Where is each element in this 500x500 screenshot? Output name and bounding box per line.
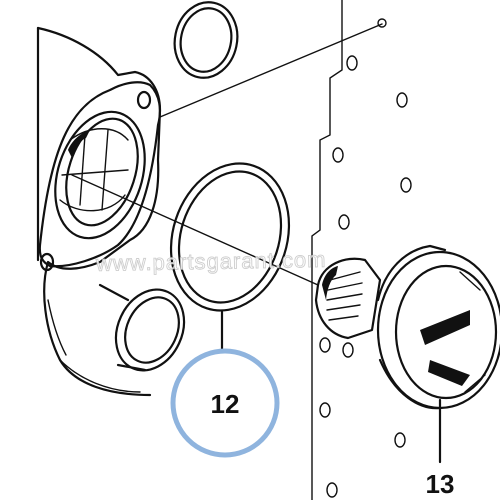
thermostat-valve xyxy=(314,244,500,410)
small-o-ring xyxy=(173,1,239,79)
callout-13: 13 xyxy=(426,469,455,499)
callout-12: 12 xyxy=(170,348,280,458)
gasket-plate xyxy=(311,0,412,500)
leader-lines xyxy=(71,18,442,464)
watermark-text: www.partsgarant.com xyxy=(95,247,327,276)
callout-12-ring xyxy=(170,348,280,458)
large-o-ring xyxy=(169,162,291,312)
thermostat-housing xyxy=(36,26,186,397)
callout-12-label: 12 xyxy=(211,389,240,419)
gasket-bolt-holes xyxy=(319,55,412,498)
callout-13-label: 13 xyxy=(426,469,455,499)
